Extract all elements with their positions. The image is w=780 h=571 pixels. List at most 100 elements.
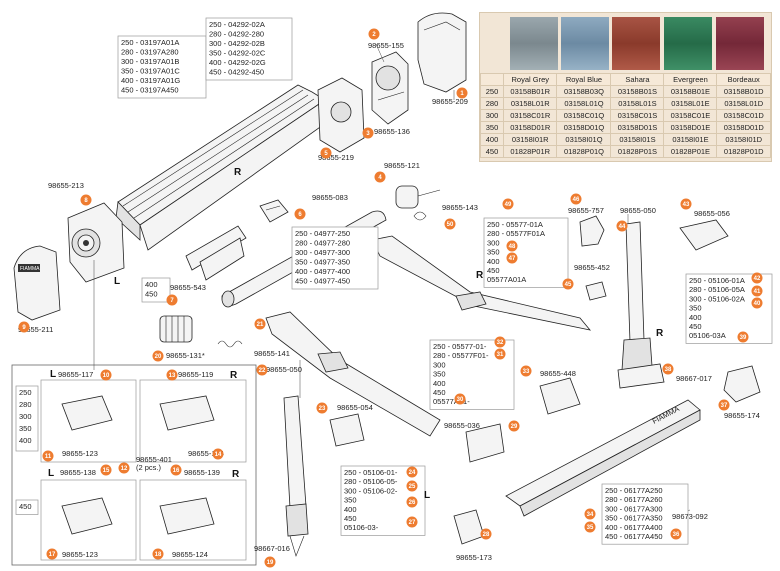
label-L4: L [424,490,430,501]
callout-number: 12 [121,466,128,472]
label-l12b: (2 pcs.) [136,463,162,472]
callout-37: 37 [718,399,730,411]
leg-42-code-table-line: 250 - 05106-01A [689,276,745,285]
label-l44: 98655-050 [620,206,656,215]
roller-code-table-line: 400 - 04977-400 [295,267,350,276]
callout-10: 10 [100,369,112,381]
leg-42-code-table-line: 300 - 05106-02A [689,294,745,303]
right-cover [417,12,467,93]
part-45 [585,281,607,301]
callout-number: 38 [665,367,672,373]
roller-end-plug [159,315,193,343]
label-l9: 98655-211 [18,325,53,334]
callout-number: 6 [298,212,302,218]
callout-number: 48 [509,244,516,250]
callout-number: 35 [587,525,594,531]
callout-13: 13 [166,369,178,381]
fabric-code-cell: 01828P01E [663,145,718,158]
callout-21: 21 [254,318,266,330]
label-l18: 98655-124 [172,550,208,559]
callout-19: 19 [264,556,276,568]
callout-number: 24 [409,470,416,476]
label-l43: 98655-056 [694,209,730,218]
callout-number: 22 [259,368,266,374]
leg-24-code-table-line: 250 - 05106-01- [344,468,398,477]
callout-number: 11 [45,454,52,460]
case-code-table-line: 280 - 03197A280 [121,48,179,57]
bracket-sizes-b-frame [15,499,39,515]
label-l21: 98655-141 [254,349,290,358]
label-l28: 98655-173 [456,553,492,562]
label-L2: L [50,369,56,380]
callout-number: 23 [319,406,326,412]
profile-code-table-frame [205,17,293,81]
callout-number: 1 [460,91,464,97]
label-L3: L [48,468,54,479]
label-l4: 98655-121 [384,161,420,170]
callout-number: 46 [573,197,580,203]
callout-48: 48 [506,240,518,252]
cover-brand-label: FIAMMA [20,266,40,272]
case-code-table-line: 350 - 03197A01C [121,67,180,76]
roller-code-table-line: 450 - 04977-450 [295,277,350,286]
left-arm-lower [265,311,441,437]
profile-code-table-line: 400 - 04292-02G [209,58,266,67]
part-7-sizes-line: 400 [145,280,158,289]
callout-number: 9 [22,325,26,331]
callout-28: 28 [480,528,492,540]
callout-number: 5 [324,151,328,157]
callout-number: 18 [155,552,162,558]
spring-part [217,340,243,348]
callout-41: 41 [751,285,763,297]
callout-number: 39 [740,335,747,341]
label-l2: 98655-155 [368,41,404,50]
roller-code-table-line: 280 - 04977-280 [295,239,350,248]
case-code-table-frame [117,35,207,99]
callout-number: 17 [49,552,56,558]
case-code-table-line: 400 - 03197A01G [121,76,180,85]
arm-30-code-table-line: 400 [433,379,446,388]
callout-39: 39 [737,331,749,343]
callout-number: 26 [409,500,416,506]
part-28 [453,509,485,545]
callout-1: 1 [456,87,468,99]
callout-33: 33 [520,365,532,377]
profile-code-table-line: 280 - 04292-280 [209,30,264,39]
leg-24-code-table-line: 05106-03- [344,523,379,532]
callout-31: 31 [494,348,506,360]
shaft-part [395,185,441,209]
label-l36: 98673-092 [672,512,708,521]
fabric-code-table: Royal Grey Royal Blue Sahara Evergreen B… [480,73,771,158]
profile-code-table-line: 450 - 04292-450 [209,68,264,77]
callout-8: 8 [80,194,92,206]
callout-number: 30 [457,397,464,403]
callout-number: 14 [215,452,222,458]
callout-18: 18 [152,548,164,560]
callout-number: 13 [169,373,176,379]
bracket-sizes-b-line: 450 [19,502,32,511]
callout-11: 11 [42,450,54,462]
label-l16: 98655-139 [184,468,220,477]
label-l33: 98655-448 [540,369,576,378]
callout-number: 4 [378,175,382,181]
bar-code-table-line: 400 - 06177A400 [605,523,663,532]
left-support-leg [283,395,309,557]
bracket-sizes-a-line: 350 [19,424,32,433]
callout-24: 24 [406,466,418,478]
bracket-sizes-a-line: 400 [19,436,32,445]
fabric-code-cell: 01828P01S [610,145,665,158]
callout-number: 27 [409,520,416,526]
arm-49-code-table-line: 400 [487,257,500,266]
royal-blue-swatch [561,17,609,70]
label-l1: 98655-209 [432,97,468,106]
callout-35: 35 [584,521,596,533]
callout-36: 36 [670,528,682,540]
callout-2: 2 [368,28,380,40]
arm-30-code-table-line: 280 - 05577F01- [433,351,489,360]
part-33 [539,377,581,415]
label-L1: L [114,276,120,287]
leg-24-code-table-line: 300 - 05106-02- [344,486,398,495]
arm-49-code-table-line: 300 [487,238,500,247]
part-7-sizes-line: 450 [145,290,158,299]
